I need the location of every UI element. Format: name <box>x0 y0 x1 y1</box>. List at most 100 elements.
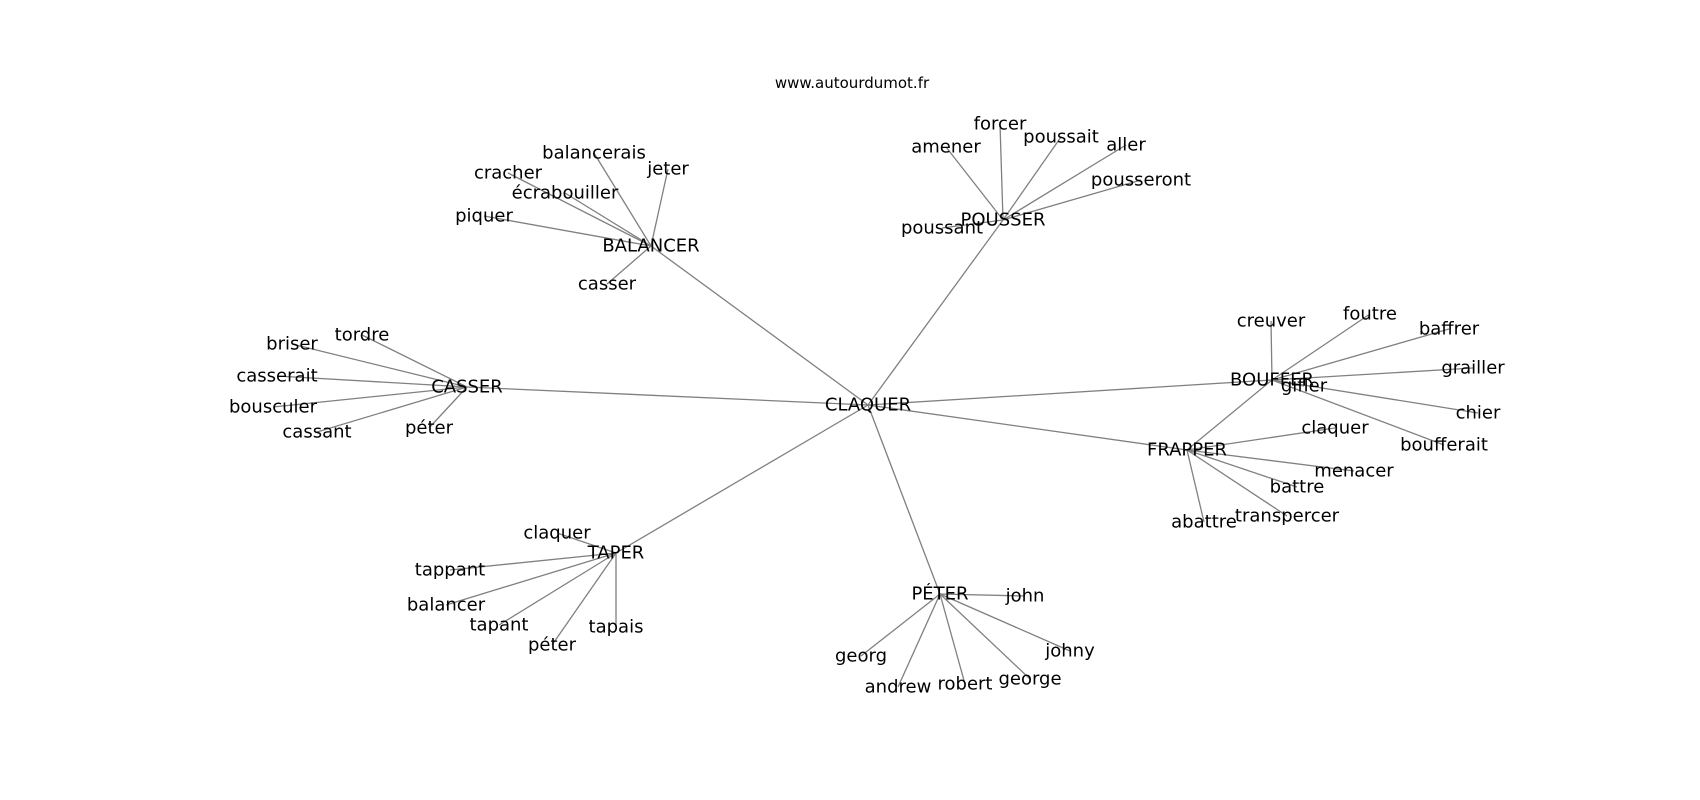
node-label-frapper_hub: FRAPPER <box>1147 440 1227 461</box>
edge-peter_hub-georg <box>860 593 941 657</box>
node-label-tapais: tapais <box>589 617 644 638</box>
edge-peter_hub-andrew <box>897 593 941 688</box>
edge-peter_hub-john <box>939 593 1026 597</box>
edge-balancer_hub-piquer <box>483 215 652 247</box>
edge-bouffer_hub-foutre <box>1271 313 1371 381</box>
edge-taper_hub-peter_taper <box>551 552 617 646</box>
edge-casser_hub-casserait <box>276 375 468 388</box>
graph-labels: CLAQUERBALANCERPOUSSERCASSERTAPERPÉTERFR… <box>229 114 1505 698</box>
edge-bouffer_hub-gifler <box>1271 379 1305 387</box>
node-label-peter_hub: PÉTER <box>911 583 968 605</box>
node-label-john: john <box>1005 586 1045 607</box>
graph-edges <box>272 123 1479 688</box>
node-label-balancer_leaf: balancer <box>407 595 486 616</box>
node-label-forcer: forcer <box>974 114 1027 135</box>
edge-casser_hub-briser <box>291 343 468 388</box>
node-label-robert: robert <box>938 674 993 695</box>
edge-taper_hub-claquer_taper <box>556 532 617 554</box>
edge-claquer_main-pousser_hub <box>867 219 1004 406</box>
edge-claquer_main-taper_hub <box>615 404 869 554</box>
node-label-creuver: creuver <box>1237 311 1306 332</box>
node-label-georg: georg <box>835 646 887 667</box>
edge-taper_hub-tapant <box>498 552 617 626</box>
edge-claquer_main-balancer_hub <box>650 245 869 406</box>
node-label-johny: johny <box>1044 641 1095 662</box>
node-label-amener: amener <box>911 137 981 158</box>
node-label-claquer_taper: claquer <box>523 523 591 544</box>
node-label-transpercer: transpercer <box>1235 506 1340 527</box>
edge-casser_hub-cassant <box>316 386 468 433</box>
node-label-tapant: tapant <box>469 615 528 636</box>
node-label-andrew: andrew <box>865 677 932 698</box>
node-label-casser_hub: CASSER <box>431 377 503 398</box>
node-label-balancerais: balancerais <box>542 143 646 164</box>
node-label-gifler: gifler <box>1281 376 1328 397</box>
edge-balancer_hub-cracher <box>507 172 652 247</box>
node-label-poussait: poussait <box>1023 127 1099 148</box>
node-label-tappant: tappant <box>415 560 485 581</box>
edge-balancer_hub-balancerais <box>593 152 652 247</box>
node-label-taper_hub: TAPER <box>587 543 645 564</box>
edge-claquer_main-bouffer_hub <box>867 379 1273 406</box>
edge-peter_hub-robert <box>939 593 966 685</box>
node-label-abattre: abattre <box>1171 512 1237 533</box>
node-label-bouffer_hub: BOUFFER <box>1230 370 1314 391</box>
node-label-chier: chier <box>1456 403 1501 424</box>
edge-pousser_hub-amener <box>945 146 1004 221</box>
node-label-peter_casser: péter <box>405 418 454 439</box>
edge-bouffer_hub-chier <box>1271 379 1479 414</box>
node-label-piquer: piquer <box>455 206 513 227</box>
node-label-grailler: grailler <box>1441 358 1505 379</box>
edge-bouffer_hub-baffrer <box>1271 328 1450 381</box>
node-label-casserait: casserait <box>236 366 317 387</box>
node-label-pousseront: pousseront <box>1091 170 1191 191</box>
edge-claquer_main-casser_hub <box>466 386 869 406</box>
edge-casser_hub-peter_casser <box>428 386 468 429</box>
node-label-battre: battre <box>1270 477 1325 498</box>
node-label-cracher: cracher <box>474 163 543 184</box>
edge-pousser_hub-pousseront <box>1002 179 1142 221</box>
edge-claquer_main-peter_hub <box>867 404 941 595</box>
node-label-foutre: foutre <box>1343 304 1397 325</box>
node-label-poussant: poussant <box>901 218 983 239</box>
edge-balancer_hub-jeter <box>650 168 669 247</box>
edge-casser_hub-tordre <box>361 334 468 388</box>
edge-balancer_hub-casser_leaf <box>606 245 652 285</box>
node-label-jeter: jeter <box>646 159 689 180</box>
node-label-bousculer: bousculer <box>229 397 318 418</box>
edge-bouffer_hub-bouffrait <box>1271 379 1445 446</box>
node-label-tordre: tordre <box>335 325 390 346</box>
edge-pousser_hub-forcer <box>999 123 1004 221</box>
edge-balancer_hub-ecrabouiller <box>564 192 652 247</box>
node-label-menacer: menacer <box>1314 461 1394 482</box>
node-label-ecrabouiller: écrabouiller <box>512 183 619 204</box>
edge-claquer_main-frapper_hub <box>867 404 1188 451</box>
node-label-briser: briser <box>266 334 318 355</box>
edge-taper_hub-tappant <box>449 552 617 571</box>
node-label-claquer_frapper: claquer <box>1301 418 1369 439</box>
edge-pousser_hub-poussant <box>941 219 1004 229</box>
edge-frapper_hub-claquer_frapper <box>1186 427 1336 451</box>
edge-pousser_hub-poussait <box>1002 136 1062 221</box>
node-label-bouffrait: boufferait <box>1400 435 1488 456</box>
edge-frapper_hub-bouffer_hub <box>1186 379 1273 451</box>
node-label-george: george <box>998 669 1061 690</box>
edge-frapper_hub-abattre <box>1186 449 1205 523</box>
edge-bouffer_hub-grailler <box>1271 367 1474 381</box>
edge-peter_hub-johny <box>939 593 1071 652</box>
edge-pousser_hub-aller <box>1002 144 1127 221</box>
node-label-cassant: cassant <box>282 422 351 443</box>
edge-peter_hub-george <box>939 593 1031 680</box>
edge-taper_hub-balancer_leaf <box>445 552 617 606</box>
edge-bouffer_hub-creuver <box>1270 320 1273 381</box>
node-label-peter_taper: péter <box>528 635 577 656</box>
node-label-aller: aller <box>1106 135 1146 156</box>
site-watermark: www.autourdumot.fr <box>775 74 930 92</box>
node-label-casser_leaf: casser <box>578 274 637 295</box>
edge-frapper_hub-menacer <box>1186 449 1355 472</box>
edge-casser_hub-bousculer <box>272 386 468 408</box>
edge-frapper_hub-battre <box>1186 449 1298 488</box>
node-label-balancer_hub: BALANCER <box>602 236 699 257</box>
node-label-pousser_hub: POUSSER <box>961 210 1046 231</box>
